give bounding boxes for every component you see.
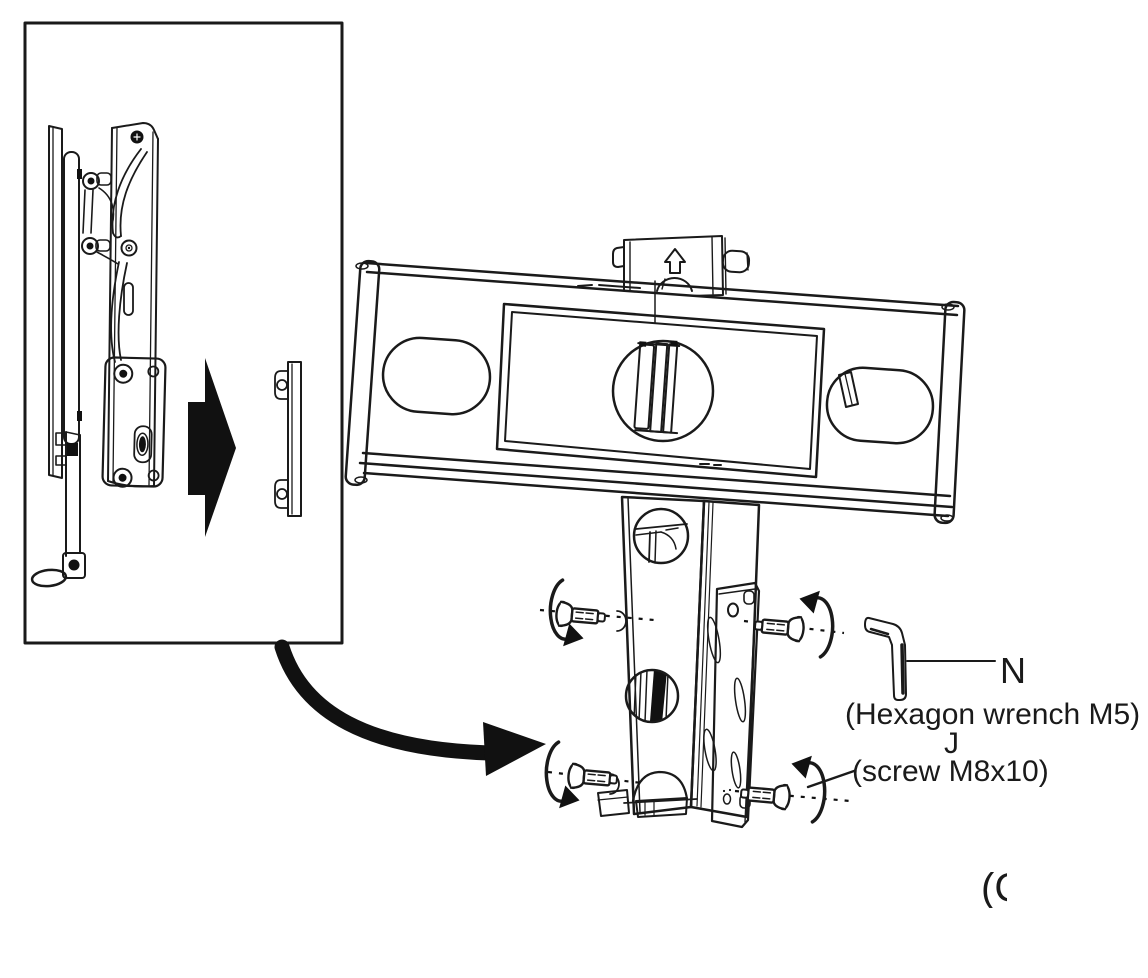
support-column bbox=[597, 495, 761, 819]
adapter-plate bbox=[274, 361, 302, 517]
screw-m8x10-top-left bbox=[554, 600, 608, 631]
inset-border bbox=[23, 21, 344, 645]
callout-j-letter: J bbox=[944, 727, 959, 760]
vesa-frame-outer bbox=[495, 302, 826, 479]
leader-line-j bbox=[806, 769, 856, 789]
callout-n-letter: N bbox=[1000, 650, 1026, 691]
rail-left-oval-hole bbox=[381, 336, 492, 416]
center-latch bbox=[633, 340, 681, 435]
callout-j-description: (screw M8x10) bbox=[852, 755, 1049, 788]
hexagon-wrench-icon bbox=[864, 616, 907, 701]
inset-detail-box bbox=[23, 21, 344, 645]
callout-n-description: (Hexagon wrench M5) bbox=[845, 698, 1141, 731]
screw-m8x10-top-right bbox=[752, 612, 806, 643]
curved-arrow-icon bbox=[274, 639, 546, 776]
inset-side-view-panel bbox=[48, 125, 119, 479]
vesa-frame-inner bbox=[504, 311, 818, 470]
rail-right-endcap bbox=[933, 300, 966, 525]
hook-ring bbox=[30, 568, 68, 588]
clipped-text-fragment: (C bbox=[981, 868, 1007, 908]
mounting-bracket-plate bbox=[710, 581, 761, 829]
oval-tab bbox=[838, 371, 859, 408]
center-hole bbox=[611, 339, 715, 443]
wall-plate-rail bbox=[344, 259, 966, 525]
column-lower-hole bbox=[624, 668, 680, 724]
right-arrow-icon bbox=[188, 358, 236, 537]
rail-right-oval-hole bbox=[825, 366, 935, 445]
inset-lower-arm bbox=[30, 431, 86, 588]
rotation-arrow-icon bbox=[786, 752, 829, 825]
inset-side-view-rail bbox=[101, 122, 167, 488]
up-arrow-icon bbox=[664, 248, 686, 274]
screw-m8x10-bottom-left bbox=[566, 762, 620, 793]
column-top-hole bbox=[632, 507, 690, 565]
top-lock-bracket bbox=[612, 235, 751, 299]
rail-left-endcap bbox=[344, 259, 381, 487]
